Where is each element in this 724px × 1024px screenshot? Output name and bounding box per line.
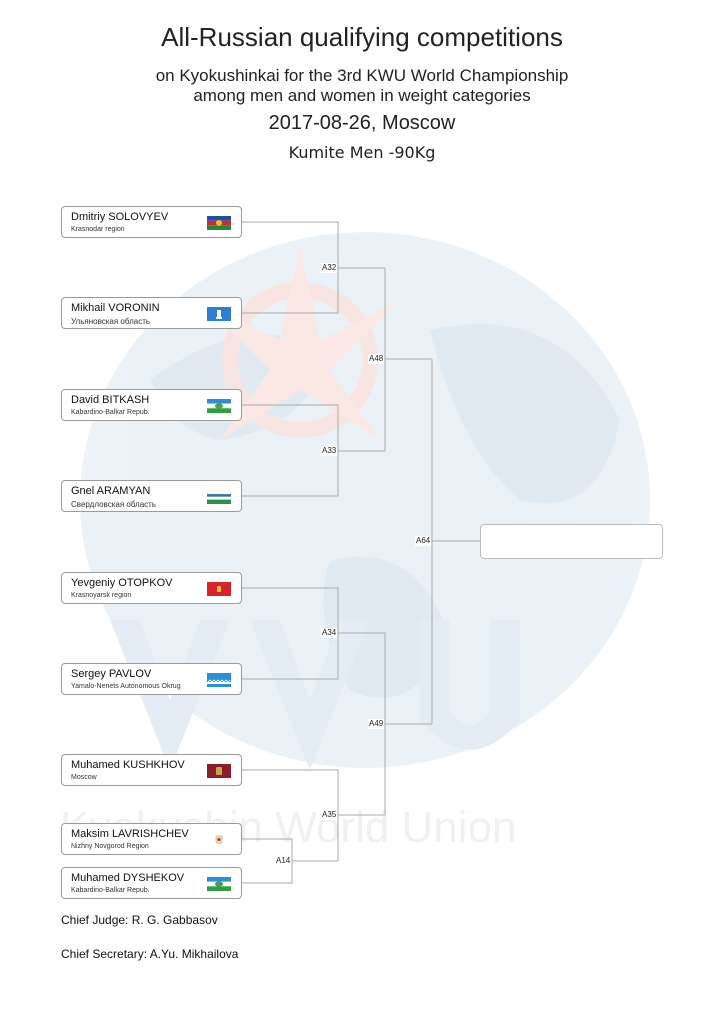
competitor-name: Mikhail VORONIN: [71, 302, 160, 314]
competitor-region: Krasnodar region: [71, 226, 125, 233]
competitor-region: Nizhny Novgorod Region: [71, 843, 149, 850]
competitor-name: Muhamed KUSHKHOV: [71, 759, 185, 771]
competitor-region: Свердловская область: [71, 500, 156, 509]
match-label-a32: A32: [321, 263, 338, 273]
competitor-region: Kabardino-Balkar Repub.: [71, 887, 150, 894]
competitor-region: Ульяновская область: [71, 317, 151, 326]
match-label-a49: A49: [368, 719, 385, 729]
krasnoyarsk-flag-icon: [207, 582, 231, 596]
chief-judge: Chief Judge: R. G. Gabbasov: [61, 913, 218, 927]
page-subtitle-line1: on Kyokushinkai for the 3rd KWU World Ch…: [155, 66, 569, 85]
event-date-location: 2017-08-26, Moscow: [268, 112, 456, 134]
kabardino-balkaria-flag-icon: [207, 877, 231, 891]
chief-secretary: Chief Secretary: A.Yu. Mikhailova: [61, 947, 239, 961]
competitor-region: Yamalo-Nenets Autonomous Okrug: [71, 683, 181, 690]
competitor-name: Muhamed DYSHEKOV: [71, 872, 185, 884]
competitor-region: Krasnoyarsk region: [71, 592, 132, 599]
competitor-box[interactable]: Yevgeniy OTOPKOV Krasnoyarsk region: [61, 572, 242, 604]
yamalo-nenets-flag-icon: [207, 673, 231, 687]
match-label-a14: A14: [275, 856, 292, 866]
competitor-box[interactable]: David BITKASH Kabardino-Balkar Repub.: [61, 389, 242, 421]
sverdlovsk-flag-icon: [207, 490, 231, 504]
competitor-name: Yevgeniy OTOPKOV: [71, 577, 173, 589]
final-winner-slot[interactable]: [480, 524, 663, 559]
competitor-box[interactable]: Muhamed DYSHEKOV Kabardino-Balkar Repub.: [61, 867, 242, 899]
moscow-flag-icon: [207, 764, 231, 778]
competitor-region: Kabardino-Balkar Repub.: [71, 409, 150, 416]
match-label-a33: A33: [321, 446, 338, 456]
competitor-name: David BITKASH: [71, 394, 150, 406]
weight-category: Kumite Men -90Kg: [288, 143, 436, 162]
competitor-name: Sergey PAVLOV: [71, 668, 152, 680]
page-subtitle-line2: among men and women in weight categories: [193, 86, 531, 105]
krasnodar-flag-icon: [207, 216, 231, 230]
competitor-box[interactable]: Gnel ARAMYAN Свердловская область: [61, 480, 242, 512]
match-label-a35: A35: [321, 810, 338, 820]
competitor-box[interactable]: Mikhail VORONIN Ульяновская область: [61, 297, 242, 329]
ulyanovsk-flag-icon: [207, 307, 231, 321]
match-label-a34: A34: [321, 628, 338, 638]
kabardino-balkaria-flag-icon: [207, 399, 231, 413]
competitor-name: Dmitriy SOLOVYEV: [71, 211, 169, 223]
match-label-a48: A48: [368, 354, 385, 364]
competitor-box[interactable]: Sergey PAVLOV Yamalo-Nenets Autonomous O…: [61, 663, 242, 695]
competitor-box[interactable]: Dmitriy SOLOVYEV Krasnodar region: [61, 206, 242, 238]
competitor-region: Moscow: [71, 774, 97, 781]
nizhny-novgorod-flag-icon: [215, 835, 223, 844]
competitor-box[interactable]: Muhamed KUSHKHOV Moscow: [61, 754, 242, 786]
competitor-name: Gnel ARAMYAN: [71, 485, 151, 497]
match-label-a64: A64: [415, 536, 432, 546]
page-title: All-Russian qualifying competitions: [161, 22, 563, 52]
competitor-box[interactable]: Maksim LAVRISHCHEV Nizhny Novgorod Regio…: [61, 823, 242, 855]
competitor-name: Maksim LAVRISHCHEV: [71, 828, 189, 840]
